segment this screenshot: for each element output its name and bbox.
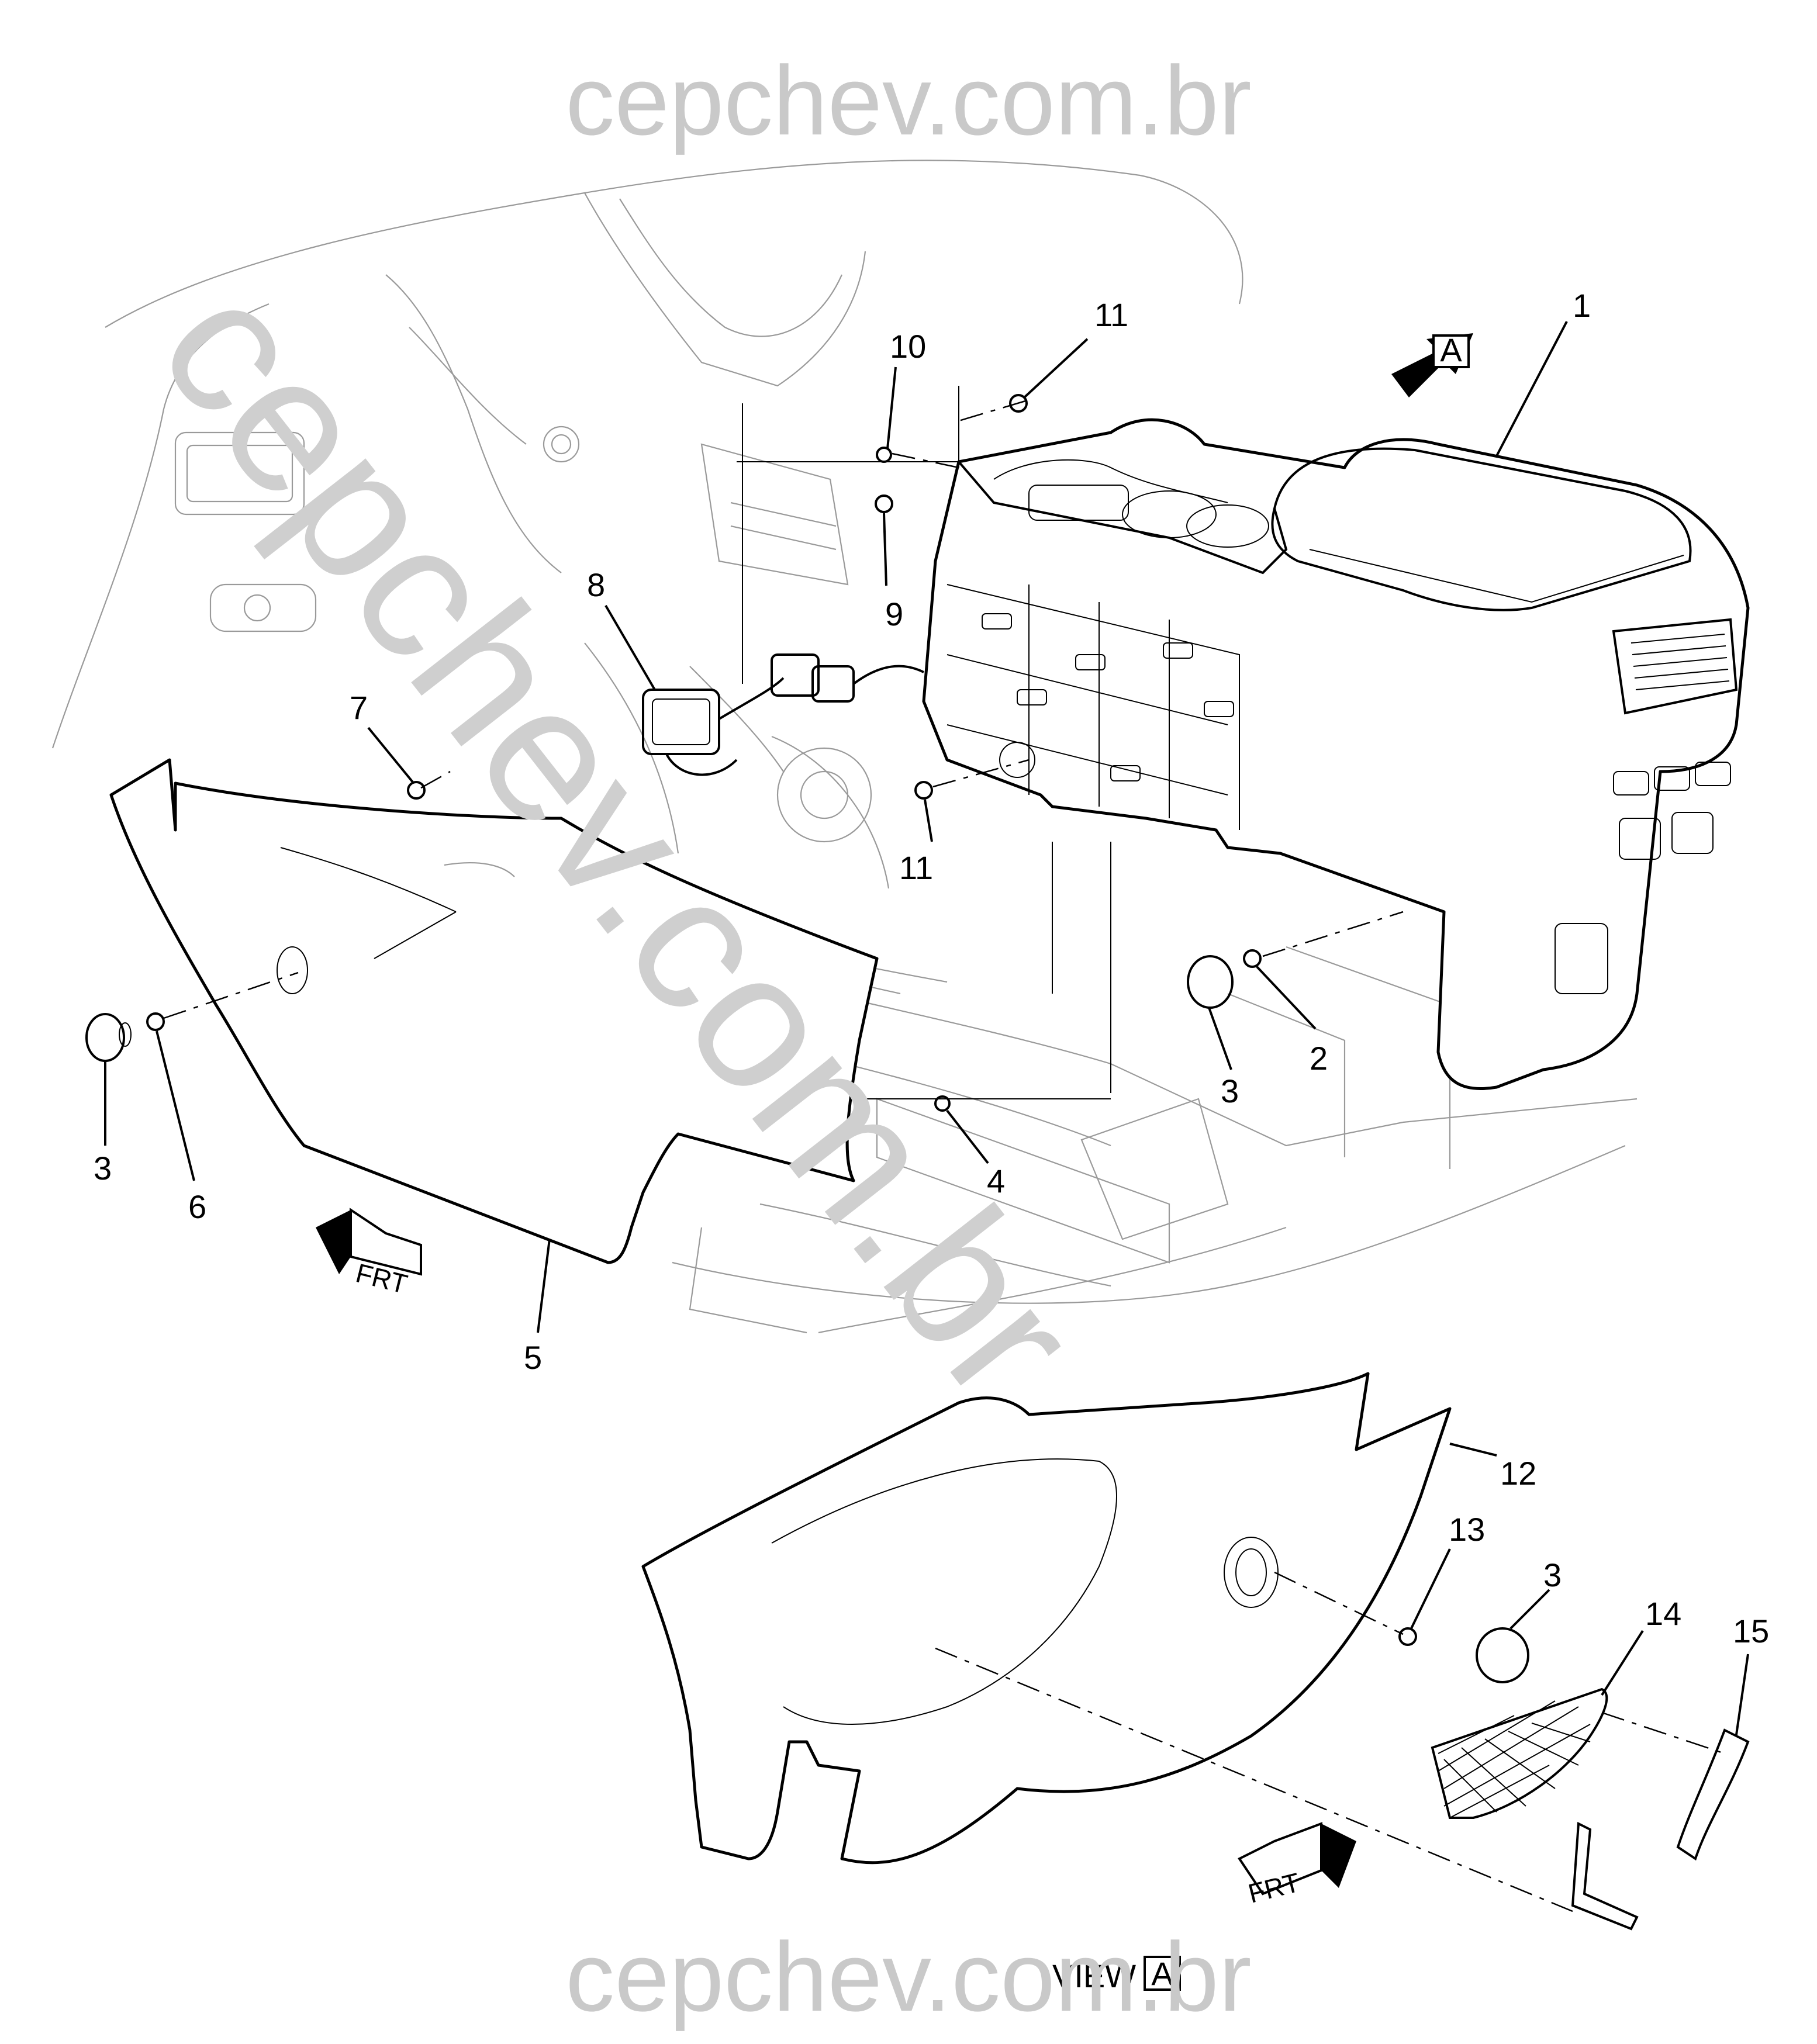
callout-15: 15 — [1733, 1613, 1769, 1649]
storage-net-14 — [1431, 1687, 1608, 1819]
watermark-bottom: cepchev.com.br — [565, 1922, 1251, 2032]
fasteners — [85, 394, 1750, 1931]
callout-9: 9 — [885, 596, 903, 632]
callout-labels: 1 2 3 3 3 4 5 6 7 8 9 10 11 11 12 13 14 … — [94, 287, 1769, 1649]
callout-5: 5 — [524, 1339, 542, 1376]
console-side-trim-panel-right — [641, 1372, 1452, 1865]
watermark-top: cepchev.com.br — [565, 46, 1251, 155]
screw-11-top — [1009, 394, 1028, 413]
screw-7 — [407, 781, 426, 800]
screw-11-lower — [914, 781, 933, 800]
trim-cap-3-right — [1187, 955, 1234, 1009]
view-caption-label: VIEW — [1052, 1957, 1136, 1994]
console-side-trim-panel-left — [109, 758, 879, 1264]
callout-13: 13 — [1449, 1511, 1485, 1548]
callout-12: 12 — [1500, 1455, 1536, 1492]
callout-3-right: 3 — [1221, 1073, 1239, 1109]
callout-4: 4 — [987, 1163, 1005, 1199]
screw-6 — [146, 1012, 165, 1031]
callout-2: 2 — [1310, 1040, 1328, 1077]
wiring-harness-8 — [642, 653, 924, 776]
screw-13 — [1398, 1627, 1417, 1646]
front-arrow-icon — [316, 1210, 351, 1274]
callout-11-top: 11 — [1094, 296, 1128, 333]
trim-cap-3-view — [1476, 1627, 1529, 1683]
grommet-9 — [875, 494, 893, 513]
callout-6: 6 — [188, 1188, 206, 1225]
front-arrow-view-icon — [1321, 1824, 1356, 1888]
trim-bracket — [1571, 1821, 1639, 1931]
callout-11-lower: 11 — [899, 849, 933, 886]
front-direction-indicator-view: FRT — [1238, 1822, 1356, 1909]
callout-3-left: 3 — [94, 1150, 112, 1187]
screw-2 — [1243, 949, 1262, 968]
view-ref-letter: A — [1440, 331, 1462, 368]
view-caption: VIEW A — [1052, 1955, 1181, 1994]
callout-1: 1 — [1573, 287, 1591, 324]
callout-8: 8 — [587, 566, 605, 603]
rear-console-assembly — [922, 418, 1750, 1090]
leader-lines — [104, 321, 1749, 1912]
front-direction-indicator-main: FRT — [316, 1208, 422, 1299]
clip-10 — [876, 447, 892, 463]
frt-label-main: FRT — [353, 1257, 411, 1299]
callout-7: 7 — [350, 689, 368, 726]
view-a-indicator: A — [1391, 331, 1473, 397]
view-caption-letter: A — [1151, 1955, 1173, 1992]
trim-strip-15 — [1676, 1728, 1750, 1861]
frt-label-view: FRT — [1245, 1867, 1303, 1909]
callout-14: 14 — [1645, 1595, 1681, 1632]
trim-cap-3-left — [85, 1013, 125, 1062]
clip-4 — [934, 1095, 951, 1112]
callout-3-view: 3 — [1543, 1557, 1562, 1593]
callout-10: 10 — [890, 328, 926, 365]
